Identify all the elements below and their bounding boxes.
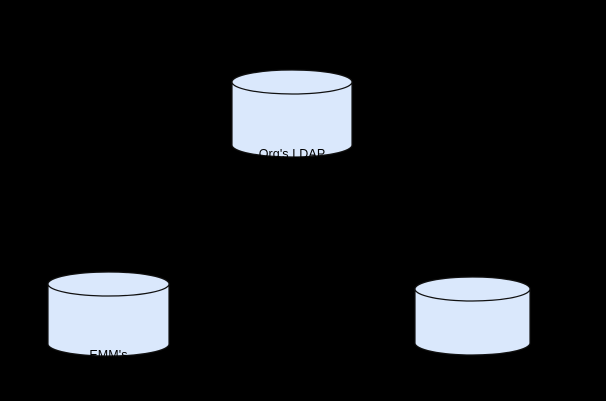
- database-icon: [414, 276, 531, 356]
- node-emms-database[interactable]: EMM's database: [47, 271, 170, 362]
- node-label-line: directory: [267, 222, 317, 236]
- database-icon: [231, 69, 353, 158]
- node-orgs-ldap-directory[interactable]: Org's LDAP directory: [231, 69, 353, 236]
- node-google[interactable]: Google: [414, 276, 531, 376]
- node-label-line: Google: [452, 362, 493, 376]
- database-icon: [47, 271, 170, 357]
